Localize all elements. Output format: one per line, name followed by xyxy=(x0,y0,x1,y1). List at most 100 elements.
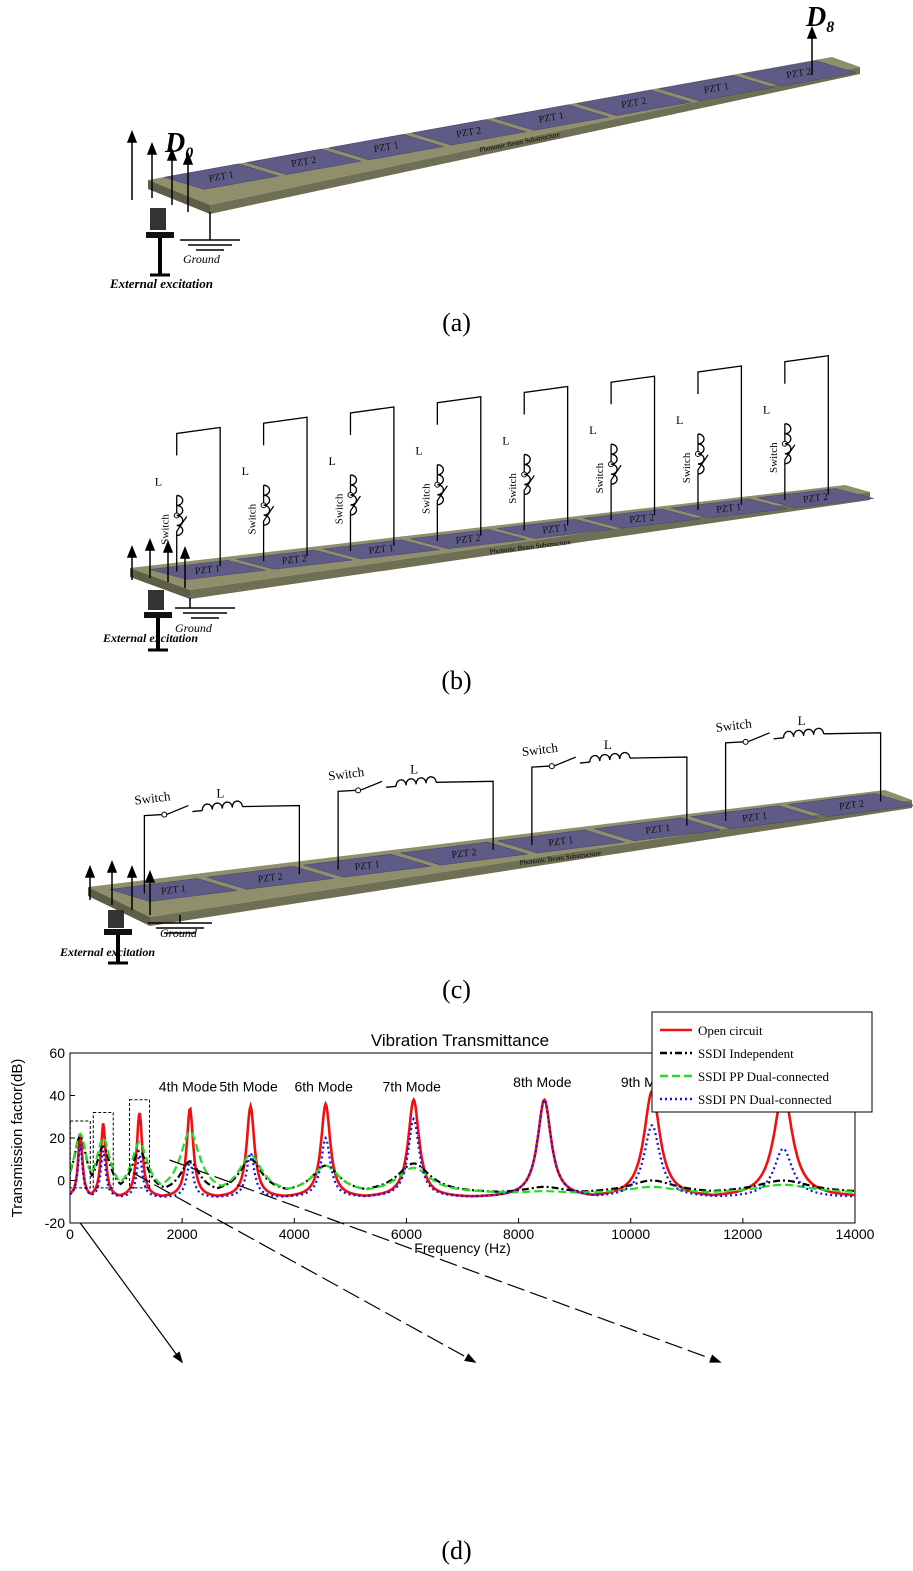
circuit-wire xyxy=(784,354,829,495)
circuit-wire xyxy=(610,375,656,516)
y-axis-title: Transmission factor(dB) xyxy=(9,1059,26,1218)
inductor-coil xyxy=(201,800,244,811)
pzt-patch xyxy=(576,89,691,116)
pzt-label: PZT 1 xyxy=(368,543,394,557)
pzt-patch xyxy=(246,148,361,175)
circuit-wire xyxy=(697,365,743,505)
circuit-wire xyxy=(531,765,550,846)
ground-symbol-a xyxy=(180,212,240,251)
circuit-wire xyxy=(349,406,395,546)
x-tick-label: 4000 xyxy=(279,1226,310,1242)
zoom-arrow-line xyxy=(79,1222,183,1363)
circuit-wire xyxy=(724,741,744,821)
series-line-pn xyxy=(70,1098,855,1198)
d8-label: D8 xyxy=(805,2,834,36)
y-tick-label: 0 xyxy=(57,1173,65,1189)
inductor-label: L xyxy=(502,433,509,447)
mode-annotation: 4th Mode xyxy=(159,1078,218,1094)
inductor-coil xyxy=(350,474,358,516)
excitation-label-a: External excitation xyxy=(109,276,213,291)
x-axis-title: Frequency (Hz) xyxy=(414,1240,510,1256)
beam-front xyxy=(148,180,210,214)
legend-box xyxy=(651,1011,873,1113)
pzt-patch xyxy=(409,529,527,550)
pzt-label: PZT 1 xyxy=(548,835,574,849)
pzt-patch xyxy=(236,549,353,570)
switch-symbol xyxy=(553,756,590,767)
pzt-label: PZT 1 xyxy=(373,140,400,155)
pzt-patch xyxy=(164,163,279,190)
legend-label: SSDI PP Dual-connected xyxy=(698,1069,829,1084)
inductor-label: L xyxy=(410,761,418,776)
caption-a: (a) xyxy=(442,308,471,337)
switch-symbol xyxy=(610,444,622,521)
x-tick-label: 14000 xyxy=(836,1226,875,1242)
ground-symbol-c xyxy=(148,915,212,934)
pzt-patch xyxy=(206,866,334,890)
ground-label-a: Ground xyxy=(183,252,221,266)
inductor-label: L xyxy=(604,737,612,752)
x-tick-label: 6000 xyxy=(391,1226,422,1242)
x-tick-label: 10000 xyxy=(611,1226,650,1242)
pzt-label: PZT 1 xyxy=(645,823,671,837)
inductor-coil xyxy=(782,727,825,738)
pzt-label: PZT 1 xyxy=(208,169,235,184)
circuit-wire xyxy=(262,416,308,557)
inductor-coil xyxy=(611,443,618,485)
switch-label: Switch xyxy=(681,452,693,483)
zoom-box xyxy=(92,1112,114,1189)
circuit-wire xyxy=(523,385,569,526)
zoom-arrow-line xyxy=(169,1159,721,1363)
x-tick-label: 12000 xyxy=(723,1226,762,1242)
pzt-patch xyxy=(497,829,625,854)
pzt-patch xyxy=(329,134,444,161)
zoom-arrows xyxy=(79,1159,722,1364)
switch-label: Switch xyxy=(521,740,559,759)
circuit-wire xyxy=(436,780,494,850)
switch-label: Switch xyxy=(420,483,432,514)
x-tick-label: 8000 xyxy=(503,1226,534,1242)
d0-label: D0 xyxy=(164,128,193,162)
legend-label: SSDI Independent xyxy=(698,1046,794,1061)
excitation-label-b: External excitation xyxy=(102,631,198,645)
inductor-coil xyxy=(784,423,792,465)
hand-exciter-a xyxy=(146,208,174,277)
pzt-label: PZT 2 xyxy=(621,96,648,111)
switch-label: Switch xyxy=(327,764,365,783)
series-line-independent xyxy=(70,1134,855,1193)
pzt-label: PZT 1 xyxy=(538,110,565,125)
pzt-label: PZT 1 xyxy=(354,859,380,873)
switch-contact xyxy=(161,811,168,818)
switch-symbol xyxy=(523,454,535,531)
inductor-label: L xyxy=(155,474,162,488)
pzt-patch xyxy=(741,60,856,87)
switch-label: Switch xyxy=(160,514,172,545)
mode-annotation: 6th Mode xyxy=(294,1078,353,1094)
beam-side xyxy=(190,492,870,599)
pzt-patch xyxy=(659,75,774,102)
switch-symbol xyxy=(262,485,275,562)
y-tick-label: 60 xyxy=(49,1045,65,1061)
inductor-label: L xyxy=(216,786,224,801)
switch-label: Switch xyxy=(247,503,259,534)
switch-contact xyxy=(355,787,362,794)
switch-symbol xyxy=(784,423,796,500)
beam-front xyxy=(88,887,150,926)
inductor-coil xyxy=(697,433,705,475)
y-tick-label: -20 xyxy=(45,1215,65,1231)
pzt-patch xyxy=(583,508,700,529)
pzt-label: PZT 2 xyxy=(281,553,307,567)
ground-symbol-b xyxy=(175,598,235,619)
inductor-label: L xyxy=(589,423,596,437)
pzt-patch xyxy=(670,498,787,519)
